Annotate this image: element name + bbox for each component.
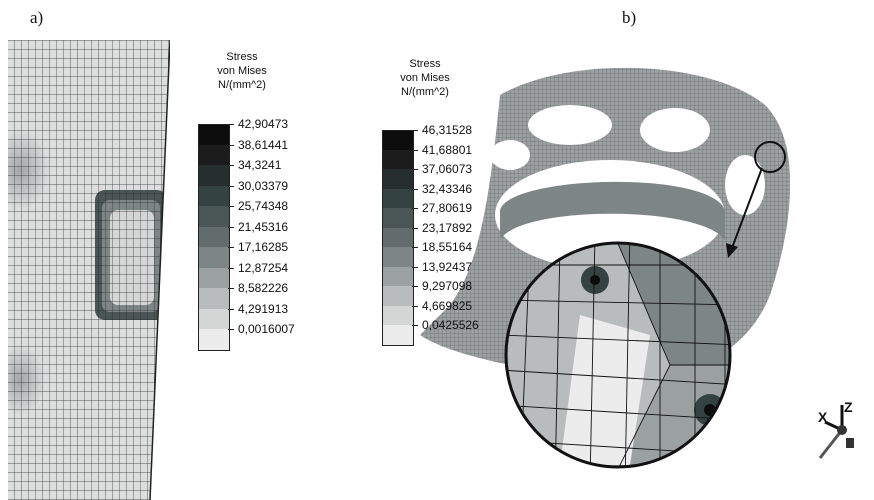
- legend-a-swatch: [198, 226, 230, 247]
- legend-a-value-label: 38,61441: [238, 137, 289, 152]
- legend-a-tick: [228, 267, 234, 269]
- legend-a-value-label: 30,03379: [238, 178, 289, 193]
- legend-b-value-label: 27,80619: [422, 201, 473, 215]
- legend-b-title-line-2: von Mises: [400, 72, 450, 84]
- legend-a-title: Stress von Mises N/(mm^2): [210, 50, 274, 92]
- legend-a-value-label: 21,45316: [238, 219, 289, 234]
- legend-b-value-label: 23,17892: [422, 220, 473, 235]
- legend-b-value-label: 46,31528: [422, 123, 473, 137]
- axis-z-label: Z: [844, 400, 853, 415]
- legend-b-value-label: 0,0425526: [422, 318, 479, 332]
- legend-b-tick: [412, 286, 418, 287]
- legend-a-value-label: 25,74348: [238, 199, 289, 213]
- legend-b-swatch: [382, 325, 414, 346]
- panel-b-label: b): [622, 8, 637, 27]
- legend-a-tick: [228, 308, 234, 310]
- legend-a-swatch: [198, 185, 230, 206]
- legend-b-swatch: [382, 208, 414, 228]
- legend-b-swatch: [382, 247, 414, 267]
- axis-x-label: X: [818, 409, 828, 425]
- legend-b-value-label: 32,43346: [422, 181, 473, 196]
- legend-b-swatch: [382, 227, 414, 247]
- legend-b-swatch: [382, 169, 414, 189]
- legend-a-swatch: [198, 308, 230, 329]
- legend-b-tick: [412, 130, 418, 131]
- legend-a-value-label: 42,90473: [238, 117, 289, 131]
- legend-b-swatch: [382, 266, 414, 286]
- part-b-image: [420, 67, 790, 469]
- legend-b-value-label: 41,68801: [422, 142, 473, 157]
- legend-b-value-label: 18,55164: [422, 240, 473, 254]
- legend-a-swatch: [198, 288, 230, 309]
- legend-b-swatch: [382, 286, 414, 306]
- legend-b-value-label: 37,06073: [422, 162, 473, 176]
- legend-a-tick: [228, 288, 234, 289]
- legend-b-swatch: [382, 305, 414, 325]
- legend-a-swatch: [198, 165, 230, 186]
- legend-b-swatch: [382, 149, 414, 169]
- legend-b-tick: [412, 266, 418, 268]
- legend-b-title-line-1: Stress: [409, 58, 441, 70]
- legend-a-value-label: 12,87254: [238, 260, 289, 275]
- mesh-a-image: [8, 40, 170, 500]
- legend-a-value-label: 8,582226: [238, 281, 289, 295]
- legend-b-tick: [412, 169, 418, 170]
- legend-a-value-label: 34,3241: [238, 158, 282, 172]
- legend-b-tick: [412, 305, 418, 307]
- legend-a-swatch: [198, 144, 230, 165]
- legend-b-title-line-3: N/(mm^2): [401, 86, 449, 98]
- axis-triad: X Z: [818, 400, 854, 459]
- legend-a-tick: [228, 185, 234, 187]
- legend-b-value-label: 4,669825: [422, 298, 473, 313]
- legend-b-value-label: 9,297098: [422, 279, 473, 293]
- legend-b-tick: [412, 188, 418, 190]
- legend-a-title-line-3: N/(mm^2): [218, 79, 266, 91]
- legend-a-swatch: [198, 247, 230, 268]
- legend-b-tick: [412, 325, 418, 326]
- legend-a-tick: [228, 144, 234, 146]
- legend-b-value-label: 13,92437: [422, 259, 473, 274]
- legend-a-swatch: [198, 329, 230, 351]
- legend-a-tick: [228, 124, 234, 125]
- legend-b-tick: [412, 208, 418, 209]
- legend-a-tick: [228, 206, 234, 207]
- legend-a-tick: [228, 226, 234, 228]
- legend-b-title: Stress von Mises N/(mm^2): [393, 57, 457, 99]
- legend-a-title-line-1: Stress: [226, 51, 258, 63]
- legend-a-value-label: 4,291913: [238, 301, 289, 316]
- legend-b-tick: [412, 227, 418, 229]
- legend-b-swatch: [382, 130, 414, 151]
- legend-a-swatch: [198, 267, 230, 288]
- legend-b-tick: [412, 247, 418, 248]
- legend-a-tick: [228, 329, 234, 330]
- legend-a-swatch: [198, 124, 230, 146]
- legend-b-swatch: [382, 188, 414, 208]
- legend-a-value-label: 0,0016007: [238, 322, 295, 336]
- panel-a-label: a): [30, 8, 44, 27]
- legend-a-swatch: [198, 206, 230, 227]
- legend-b-tick: [412, 149, 418, 151]
- legend-a-tick: [228, 247, 234, 248]
- legend-a-value-label: 17,16285: [238, 240, 289, 254]
- legend-a-title-line-2: von Mises: [217, 65, 267, 77]
- legend-a-tick: [228, 165, 234, 166]
